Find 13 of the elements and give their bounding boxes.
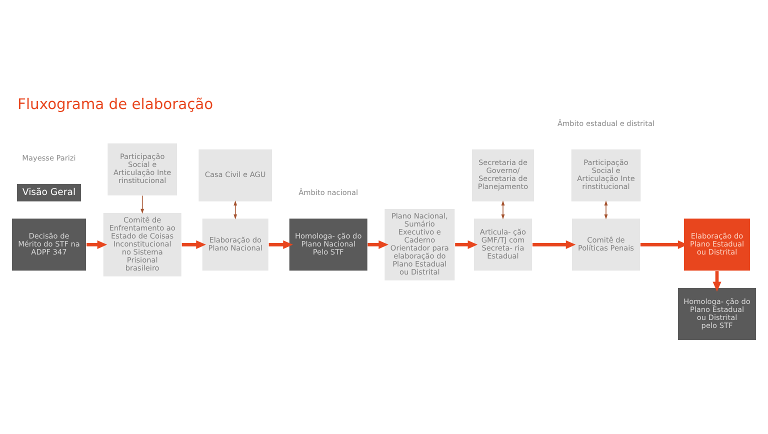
arrow	[368, 240, 388, 248]
arrow	[234, 200, 238, 219]
arrow	[182, 240, 206, 248]
arrow	[501, 200, 505, 219]
arrow	[712, 270, 722, 292]
label: Visão Geral	[22, 186, 76, 198]
arrow	[455, 240, 478, 248]
arrow	[268, 240, 293, 248]
arrow	[532, 240, 576, 248]
arrow	[140, 194, 144, 214]
diagram-title: Fluxograma de elaboração	[18, 96, 214, 113]
arrow	[604, 200, 608, 219]
arrow	[86, 240, 108, 248]
